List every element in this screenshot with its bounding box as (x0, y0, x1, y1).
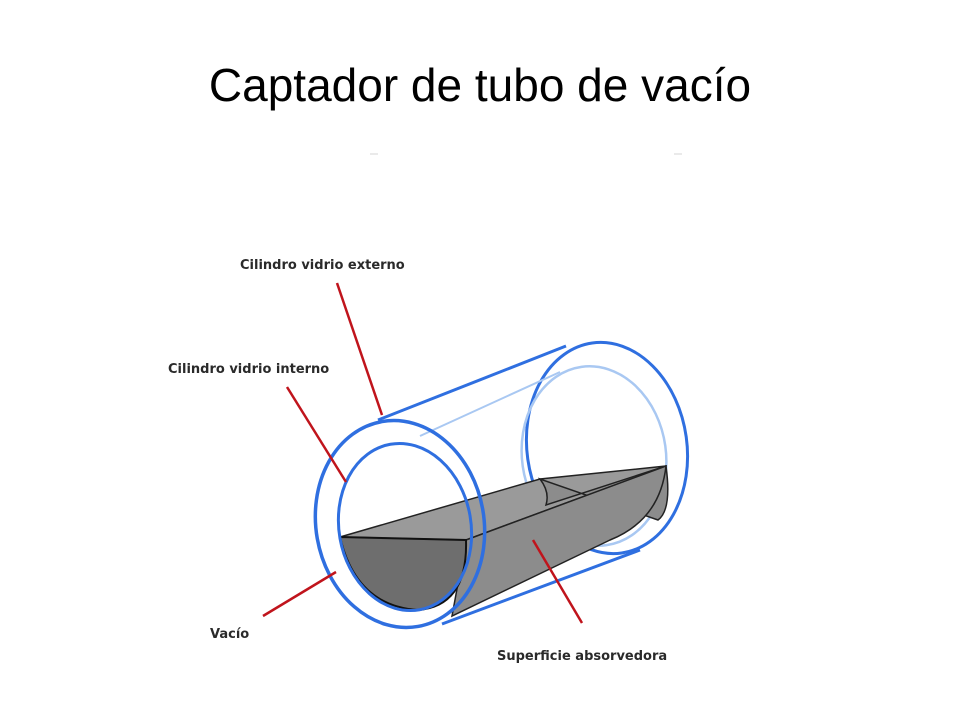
leader-absorber (531, 539, 584, 624)
outer-cylinder-bottom-edge (441, 548, 641, 626)
outer-cylinder-front-rim (313, 418, 487, 630)
leader-inner-glass (285, 386, 348, 483)
outer-cylinder-top-edge (377, 344, 567, 422)
leader-vacuum (262, 570, 337, 618)
slide-title: Captador de tubo de vacío (208, 59, 752, 111)
inner-cylinder-top-edge (419, 371, 561, 437)
leader-lines (262, 282, 584, 624)
label-absorber: Superficie absorvedora (497, 649, 667, 664)
absorber-trough-side (450, 464, 667, 618)
label-outer-glass: Cilindro vidrio externo (240, 258, 405, 273)
leader-outer-glass (335, 282, 384, 416)
absorber-front-face (338, 535, 468, 612)
label-vacuum: Vacío (210, 627, 249, 642)
inner-cylinder-front-rim (336, 441, 474, 613)
outer-cylinder-back-rim (524, 340, 690, 556)
label-inner-glass: Cilindro vidrio interno (168, 362, 329, 377)
inner-cylinder-back-rim (520, 365, 668, 547)
